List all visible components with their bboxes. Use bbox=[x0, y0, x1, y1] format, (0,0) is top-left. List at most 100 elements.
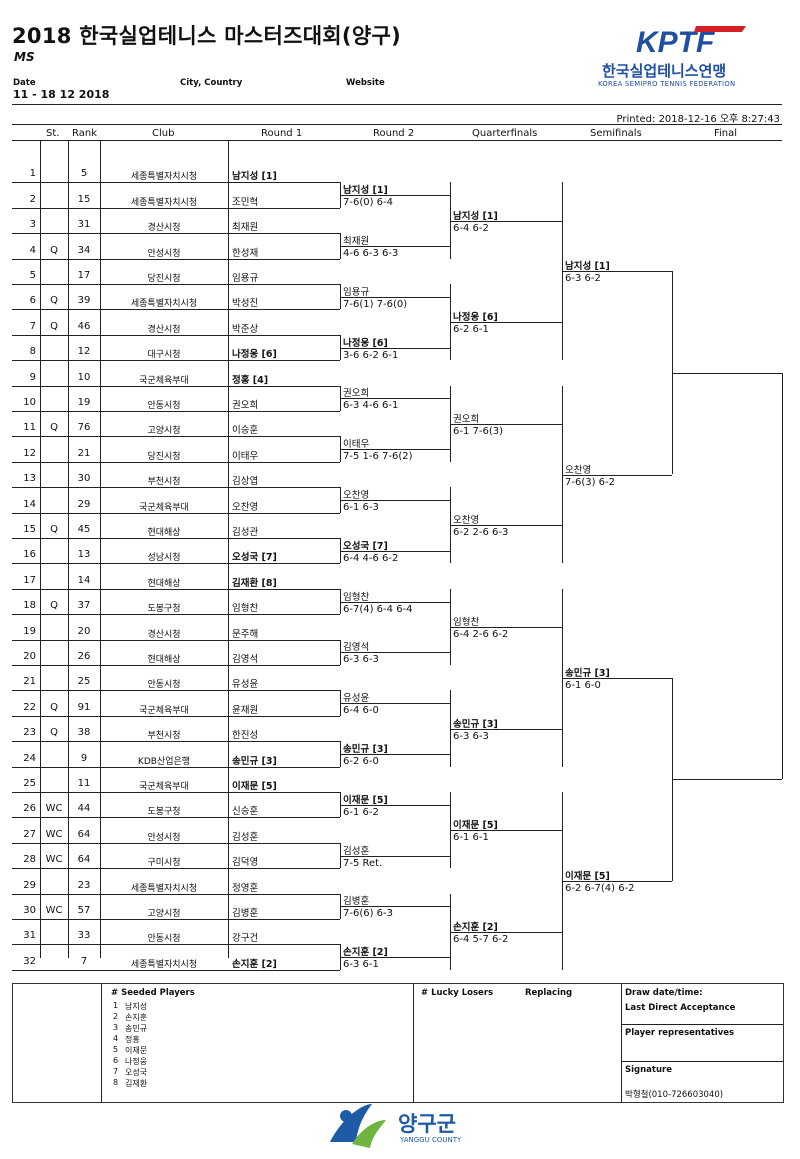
entry-player[interactable]: 최재원 bbox=[232, 222, 259, 234]
bracket-line bbox=[12, 207, 340, 209]
entry-player[interactable]: 한성재 bbox=[232, 247, 259, 259]
semifinals-winner[interactable]: 남지성 [1] bbox=[565, 261, 610, 273]
seed-number: 3 bbox=[113, 1023, 119, 1032]
entry-player[interactable]: 남지성 [1] bbox=[232, 171, 277, 183]
seed-player-name: 오성국 bbox=[125, 1068, 148, 1077]
entry-player[interactable]: 박준상 bbox=[232, 323, 259, 335]
bracket-line bbox=[340, 449, 450, 451]
entry-club: 부천시청 bbox=[147, 731, 181, 742]
round2-score: 6-3 6-1 bbox=[343, 959, 379, 971]
round2-score: 6-1 6-2 bbox=[343, 806, 379, 818]
entry-rank: 64 bbox=[77, 854, 91, 866]
entry-player[interactable]: 김재환 [8] bbox=[232, 577, 277, 589]
entry-player[interactable]: 김상엽 bbox=[232, 476, 259, 488]
quarterfinals-score: 6-4 2-6 6-2 bbox=[453, 628, 509, 640]
bracket-line bbox=[12, 563, 340, 565]
entry-player[interactable]: 박성진 bbox=[232, 298, 259, 310]
round2-winner[interactable]: 오찬영 bbox=[343, 489, 370, 501]
date-label: Date bbox=[13, 78, 36, 88]
entry-status: WC bbox=[45, 803, 63, 815]
entry-player[interactable]: 유성윤 bbox=[232, 679, 259, 691]
round2-winner[interactable]: 임용규 bbox=[343, 286, 370, 298]
round2-winner[interactable]: 유성윤 bbox=[343, 693, 370, 705]
entry-rank: 31 bbox=[77, 219, 91, 231]
entry-player[interactable]: 김영석 bbox=[232, 654, 259, 665]
entry-player[interactable]: 한진성 bbox=[232, 730, 259, 742]
entry-player[interactable]: 이태우 bbox=[232, 450, 259, 462]
entry-player[interactable]: 윤재원 bbox=[232, 704, 259, 716]
entry-player[interactable]: 송민규 [3] bbox=[232, 755, 277, 767]
round2-winner[interactable]: 남지성 [1] bbox=[343, 185, 388, 197]
round2-winner[interactable]: 임형찬 bbox=[343, 591, 370, 603]
entry-club: 세종특별자치시청 bbox=[130, 172, 198, 183]
round2-score: 6-3 6-3 bbox=[343, 654, 379, 666]
quarterfinals-winner[interactable]: 송민규 [3] bbox=[453, 718, 498, 730]
bracket-line bbox=[12, 715, 340, 717]
round2-winner[interactable]: 나정웅 [6] bbox=[343, 337, 388, 349]
entry-player[interactable]: 문주해 bbox=[232, 628, 259, 640]
semifinals-winner[interactable]: 송민규 [3] bbox=[565, 667, 610, 679]
entry-player[interactable]: 손지훈 [2] bbox=[232, 958, 277, 970]
federation-name-ko: 한국실업테니스연맹 bbox=[602, 62, 727, 80]
bracket-line bbox=[562, 677, 672, 679]
entry-player[interactable]: 정영훈 bbox=[232, 882, 259, 894]
bracket-line bbox=[340, 703, 450, 705]
round2-winner[interactable]: 최재원 bbox=[343, 235, 370, 247]
bracket-line bbox=[12, 741, 340, 743]
round2-winner[interactable]: 이재문 [5] bbox=[343, 794, 388, 806]
quarterfinals-winner[interactable]: 남지성 [1] bbox=[453, 210, 498, 222]
entry-rank: 5 bbox=[80, 168, 88, 180]
entry-player[interactable]: 권오희 bbox=[232, 400, 259, 411]
seed-player-name: 정홍 bbox=[125, 1035, 140, 1044]
entry-player[interactable]: 김병훈 bbox=[232, 908, 259, 919]
col-separator bbox=[100, 140, 101, 958]
entry-player[interactable]: 조민혁 bbox=[232, 196, 259, 208]
round2-score: 6-4 4-6 6-2 bbox=[343, 552, 399, 564]
round2-winner[interactable]: 김병훈 bbox=[343, 896, 370, 908]
entry-player[interactable]: 김성훈 bbox=[232, 831, 259, 843]
col-header-st: St. bbox=[46, 128, 60, 139]
entry-rank: 13 bbox=[77, 549, 91, 561]
entry-player[interactable]: 임형찬 bbox=[232, 603, 259, 615]
entry-player[interactable]: 김성관 bbox=[232, 527, 259, 538]
entry-player[interactable]: 정홍 [4] bbox=[232, 374, 269, 386]
round2-winner[interactable]: 송민규 [3] bbox=[343, 743, 388, 755]
entry-player[interactable]: 강구건 bbox=[232, 933, 259, 945]
quarterfinals-winner[interactable]: 손지훈 [2] bbox=[453, 921, 498, 933]
bracket-line bbox=[340, 588, 341, 615]
semifinals-winner[interactable]: 이재문 [5] bbox=[565, 870, 610, 882]
quarterfinals-winner[interactable]: 오찬영 bbox=[453, 515, 480, 527]
entry-status: Q bbox=[50, 727, 58, 739]
round2-winner[interactable]: 김영석 bbox=[343, 642, 370, 654]
bracket-line bbox=[12, 766, 340, 768]
quarterfinals-winner[interactable]: 이재문 [5] bbox=[453, 820, 498, 832]
entry-player[interactable]: 이승훈 bbox=[232, 425, 259, 437]
bracket-line bbox=[12, 868, 340, 870]
entry-player[interactable]: 나정웅 [6] bbox=[232, 349, 277, 361]
semifinals-winner[interactable]: 오찬영 bbox=[565, 464, 592, 476]
bracket-line bbox=[340, 398, 450, 400]
entry-number: 6 bbox=[29, 295, 36, 307]
round2-winner[interactable]: 오성국 [7] bbox=[343, 540, 388, 552]
quarterfinals-winner[interactable]: 권오희 bbox=[453, 413, 480, 425]
round2-winner[interactable]: 김성훈 bbox=[343, 845, 370, 857]
round2-winner[interactable]: 이태우 bbox=[343, 439, 370, 451]
entry-player[interactable]: 신승훈 bbox=[232, 806, 259, 818]
entry-number: 13 bbox=[23, 473, 36, 485]
entry-rank: 34 bbox=[77, 244, 91, 256]
bracket-line bbox=[562, 880, 672, 882]
entry-status: WC bbox=[45, 854, 63, 866]
entry-player[interactable]: 오찬영 bbox=[232, 501, 259, 513]
entry-club: 고양시청 bbox=[147, 909, 181, 919]
entry-player[interactable]: 김덕영 bbox=[232, 857, 259, 869]
round2-winner[interactable]: 권오희 bbox=[343, 388, 370, 400]
quarterfinals-winner[interactable]: 나정웅 [6] bbox=[453, 312, 498, 324]
entry-player[interactable]: 오성국 [7] bbox=[232, 552, 277, 564]
entry-player[interactable]: 이재문 [5] bbox=[232, 781, 277, 792]
quarterfinals-winner[interactable]: 임형찬 bbox=[453, 616, 480, 628]
round2-winner[interactable]: 손지훈 [2] bbox=[343, 947, 388, 959]
entry-player[interactable]: 임용규 bbox=[232, 273, 259, 284]
entry-status: Q bbox=[50, 244, 58, 256]
entry-status: Q bbox=[50, 600, 58, 612]
col-header-final: Final bbox=[714, 128, 738, 139]
